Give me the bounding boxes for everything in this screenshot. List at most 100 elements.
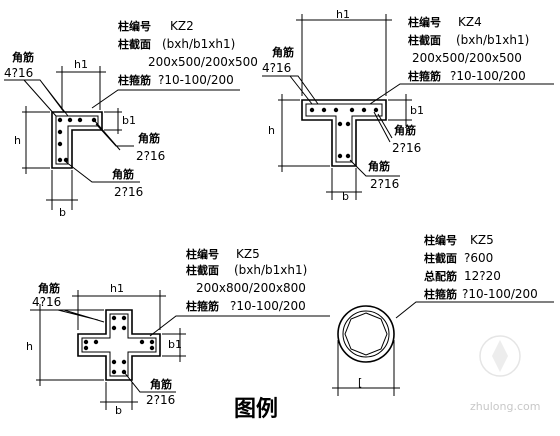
kz2-leader-stirrup [91,89,240,109]
kz2-corner-bars-3: 2?16 [114,185,143,199]
kz4-corner-bars-2: 2?16 [392,141,421,155]
kz2-corner-bars-2: 2?16 [136,149,165,163]
kz4-section-formula: (bxh/b1xh1) [456,33,529,47]
kz2-dim-h-lines [22,106,50,174]
kz2-leader-corner-2 [93,119,134,151]
kz4-corner-bars-3: 2?16 [370,177,399,191]
kz4-label-stirrup: 柱箍筋 [408,69,441,83]
kz2-stirrup-outline [55,115,99,165]
kz2-no: KZ2 [170,19,194,33]
kz2-section-formula: (bxh/b1xh1) [162,37,235,51]
kz5c-dim-b: b [115,404,122,417]
kz2-dim-b1: b1 [122,114,136,127]
kz4-corner-label-2: 角筋 [394,123,416,137]
kz5c-stirrup: ?10-100/200 [230,299,306,313]
kz2-detail: 柱编号 KZ2 柱截面 (bxh/b1xh1) 200x500/200x500 … [4,19,258,219]
kz5c-corner-bars-2: 2?16 [146,393,175,407]
kz5c-section: 200x800/200x800 [196,281,306,295]
kz5c-section-outline [77,309,161,381]
kz4-section-outline [301,99,387,167]
kz5c-label-stirrup: 柱箍筋 [186,299,219,313]
kz2-section-outline [51,111,103,169]
kz4-section: 200x500/200x500 [412,51,522,65]
kz5r-label-section: 柱截面 [424,251,457,265]
kz5r-dim-d-lines [332,340,400,396]
kz5r-section: ?600 [464,251,493,265]
kz4-dim-h1: h1 [336,8,350,21]
kz2-label-no: 柱编号 [118,19,151,33]
kz5c-dim-h1: h1 [110,282,124,295]
kz5c-dim-b1-lines [162,328,186,362]
kz5r-bar-ring [344,312,388,356]
kz4-dim-b1-lines [388,94,412,126]
kz5r-label-no: 柱编号 [424,233,457,247]
kz5r-no: KZ5 [470,233,494,247]
kz5r-label-stirrup: 柱箍筋 [424,287,457,301]
kz5c-bars [83,315,155,375]
kz4-no: KZ4 [458,15,482,29]
kz4-stirrup-outline [305,103,383,163]
kz5-cross-detail: 柱编号 KZ5 柱截面 (bxh/b1xh1) 200x800/200x800 … [26,247,330,417]
kz5c-no: KZ5 [236,247,260,261]
kz4-dim-b-lines [326,168,362,200]
kz5r-spiral [342,310,390,358]
kz4-dim-h: h [268,124,275,137]
kz2-dim-b1-lines [104,108,122,134]
kz5c-dim-h-lines [36,304,104,386]
kz2-dim-h1: h1 [74,58,88,71]
kz2-dim-h: h [14,134,21,147]
kz4-leader-corner-2 [373,111,393,143]
kz4-leader-corner-3 [349,159,400,177]
kz4-label-no: 柱编号 [408,15,441,29]
kz5c-dim-h: h [26,340,33,353]
kz5c-label-section: 柱截面 [186,263,219,277]
kz5c-corner-label-2: 角筋 [150,377,172,391]
kz4-dim-b1: b1 [410,104,424,117]
kz5r-leader [395,301,554,319]
kz5c-section-formula: (bxh/b1xh1) [234,263,307,277]
kz4-corner-bars-1: 4?16 [262,61,291,75]
kz4-bars [309,107,379,159]
kz2-corner-bars-1: 4?16 [4,66,33,80]
legend-title: 图例 [234,397,278,422]
kz4-stirrup: ?10-100/200 [450,69,526,83]
kz5c-stirrup-outline [81,313,157,377]
watermark-logo [479,335,521,377]
kz4-dim-h1-lines [296,14,392,96]
kz5c-dim-b-lines [100,382,138,410]
kz5r-main-bars: 12?20 [464,269,501,283]
kz5r-stirrup: ?10-100/200 [462,287,538,301]
kz2-dim-h1-lines [56,66,106,110]
kz4-corner-label-3: 角筋 [368,159,390,173]
kz4-leader-stirrup [369,83,554,105]
kz2-label-section: 柱截面 [118,37,151,51]
kz5c-corner-bars-1: 4?16 [32,295,61,309]
kz5-round-detail: 柱编号 KZ5 柱截面 ?600 总配筋 12?20 柱箍筋 ?10-100/2… [332,233,554,396]
kz4-corner-label-1: 角筋 [272,45,294,59]
kz2-dim-b-lines [46,170,78,210]
kz2-stirrup: ?10-100/200 [158,73,234,87]
kz5r-label-main: 总配筋 [424,269,457,283]
watermark-text: zhulong.com [470,400,540,413]
kz4-label-section: 柱截面 [408,33,441,47]
kz2-leader-corner-1 [4,79,69,117]
kz4-dim-b: b [342,190,349,203]
kz5c-label-no: 柱编号 [186,247,219,261]
kz2-corner-label-2: 角筋 [138,131,160,145]
kz5c-leader-corner-1 [30,309,105,323]
kz5c-dim-b1: b1 [168,338,182,351]
kz2-corner-label-3: 角筋 [112,167,134,181]
kz4-detail: 柱编号 KZ4 柱截面 (bxh/b1xh1) 200x500/200x500 … [262,8,554,203]
kz5r-column-outline [337,305,395,363]
kz2-corner-label-1: 角筋 [12,50,34,64]
kz4-dim-h-lines [278,94,330,172]
kz2-bars [57,117,97,163]
kz2-dim-b: b [59,206,66,219]
kz5c-corner-label-1: 角筋 [38,281,60,295]
kz5c-leader-stirrup [149,315,330,337]
kz2-label-stirrup: 柱箍筋 [118,73,151,87]
kz2-leader-corner-3 [65,161,140,183]
kz5c-leader-corner-2 [123,371,176,393]
